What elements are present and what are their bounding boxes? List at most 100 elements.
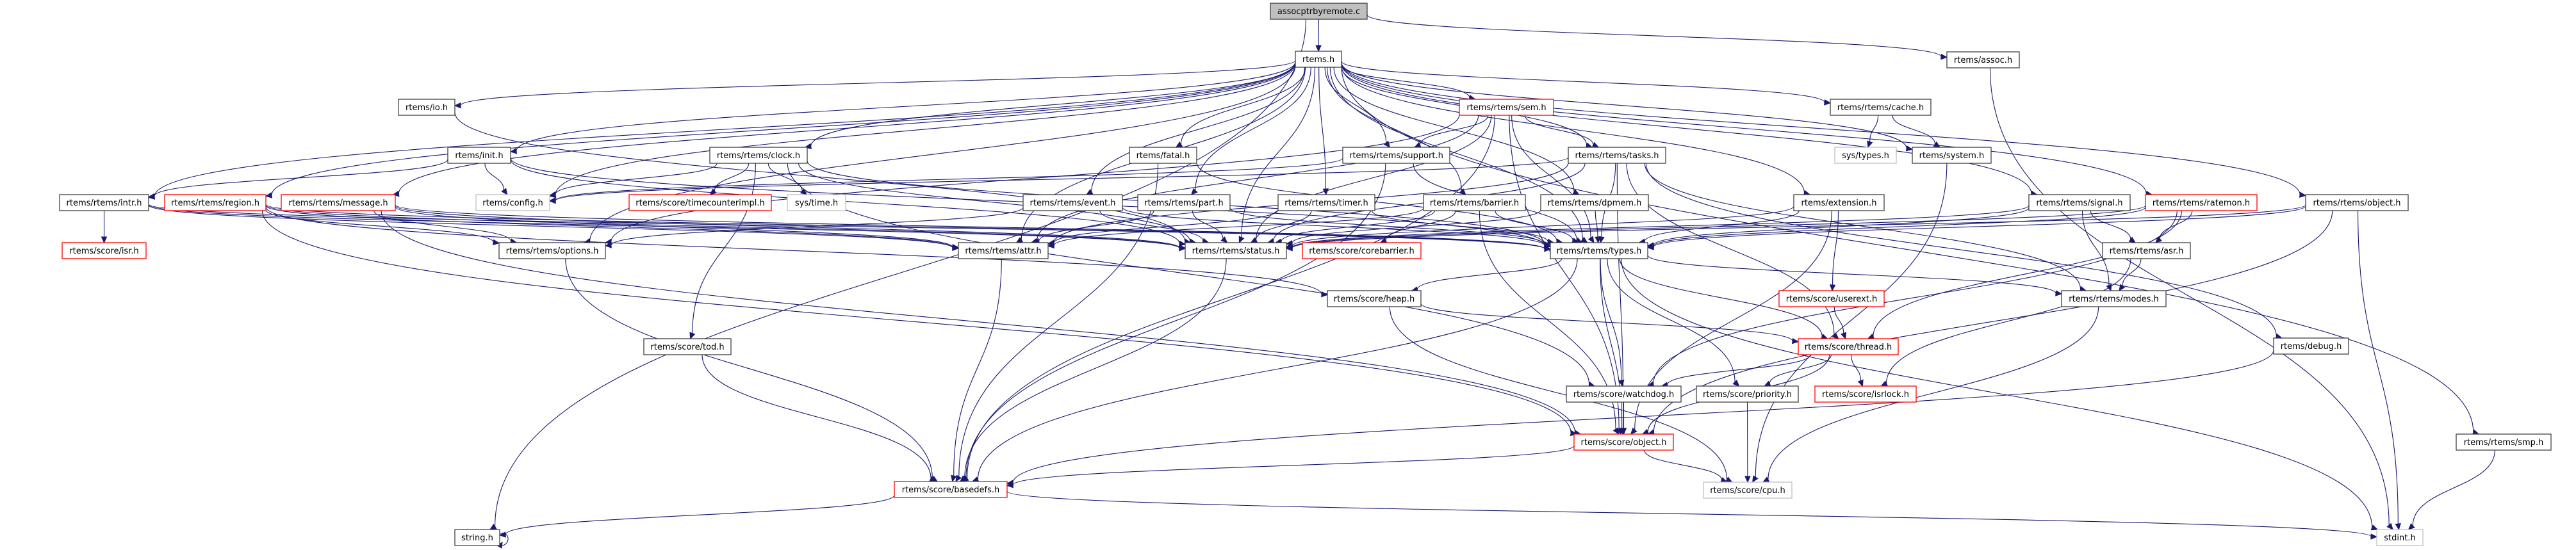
node-attr-h[interactable]: rtems/rtems/attr.h xyxy=(958,242,1049,259)
node-extension-h[interactable]: rtems/extension.h xyxy=(1793,194,1885,211)
edge-line xyxy=(1318,67,1326,190)
edge-types_h-to-watchdog_h xyxy=(1600,258,1625,387)
node-label: rtems/init.h xyxy=(455,151,503,161)
edge-types_h-to-priority_h xyxy=(1607,258,1740,387)
edge-rtems_h-to-region_h xyxy=(265,62,1296,198)
node-support-h[interactable]: rtems/rtems/support.h xyxy=(1342,147,1450,164)
node-message-h[interactable]: rtems/rtems/message.h xyxy=(281,194,396,211)
edge-init_h-to-intr_h xyxy=(147,159,448,200)
node-types-h[interactable]: rtems/rtems/types.h xyxy=(1550,242,1648,259)
edge-line xyxy=(555,158,1343,201)
node-dpmem-h[interactable]: rtems/rtems/dpmem.h xyxy=(1540,194,1649,211)
arrowhead xyxy=(1867,140,1873,149)
node-signal-h[interactable]: rtems/rtems/signal.h xyxy=(2028,194,2131,211)
node-label: rtems/score/heap.h xyxy=(1334,295,1415,304)
edge-system_h-to-cpu_h xyxy=(1752,163,1948,483)
node-init-h[interactable]: rtems/init.h xyxy=(447,147,511,164)
node-intr-h[interactable]: rtems/rtems/intr.h xyxy=(59,194,149,211)
arrowhead xyxy=(1315,45,1322,53)
arrowhead xyxy=(392,190,400,197)
node-box xyxy=(1270,3,1368,20)
edge-layer xyxy=(101,14,2495,549)
node-userext-h[interactable]: rtems/score/userext.h xyxy=(1778,290,1885,307)
node-corebarrier-h[interactable]: rtems/score/corebarrier.h xyxy=(1302,242,1422,259)
edge-rtems_h-to-status_h xyxy=(1238,67,1316,244)
edge-line xyxy=(395,204,1545,249)
node-box xyxy=(454,529,500,546)
edge-line xyxy=(1619,258,1823,337)
node-scobject-h[interactable]: rtems/score/object.h xyxy=(1573,433,1674,451)
node-io-h[interactable]: rtems/io.h xyxy=(398,99,455,116)
node-region-h[interactable]: rtems/rtems/region.h xyxy=(164,194,267,211)
node-label: rtems/rtems/attr.h xyxy=(965,247,1041,256)
edge-line xyxy=(1333,67,1575,192)
node-label: rtems/rtems/tasks.h xyxy=(1575,151,1659,161)
node-clock-h[interactable]: rtems/rtems/clock.h xyxy=(709,147,808,164)
edge-scobject_h-to-basedefs_h xyxy=(1006,445,1575,489)
node-assoc-h[interactable]: rtems/assoc.h xyxy=(1946,51,2020,69)
node-status-h[interactable]: rtems/rtems/status.h xyxy=(1185,242,1287,259)
node-priority-h[interactable]: rtems/score/priority.h xyxy=(1696,385,1799,403)
edge-rtems_h-to-part_h xyxy=(1190,67,1311,195)
node-cache-h[interactable]: rtems/rtems/cache.h xyxy=(1830,99,1932,116)
edge-line xyxy=(460,60,1296,106)
node-rtems-h[interactable]: rtems.h xyxy=(1295,51,1342,68)
node-box xyxy=(1573,433,1674,451)
arrowhead xyxy=(1940,53,1948,60)
node-label: rtems/rtems/smp.h xyxy=(2464,438,2544,448)
node-modes-h[interactable]: rtems/rtems/modes.h xyxy=(2061,290,2167,307)
edge-line xyxy=(1834,306,1844,334)
node-tod-h[interactable]: rtems/score/tod.h xyxy=(643,338,732,355)
arrowhead xyxy=(1732,380,1740,387)
node-basedefs-h[interactable]: rtems/score/basedefs.h xyxy=(894,481,1008,498)
node-thread-h[interactable]: rtems/score/thread.h xyxy=(1798,338,1899,355)
node-box xyxy=(643,338,732,355)
node-string-h[interactable]: string.h xyxy=(454,529,500,546)
node-tasks-h[interactable]: rtems/rtems/tasks.h xyxy=(1568,147,1666,164)
arrowhead xyxy=(1832,332,1839,339)
node-label: rtems/rtems/object.h xyxy=(2313,198,2401,208)
node-timer-h[interactable]: rtems/rtems/timer.h xyxy=(1277,194,1375,211)
node-label: rtems/rtems/clock.h xyxy=(717,151,800,161)
node-box xyxy=(1830,99,1932,116)
node-event-h[interactable]: rtems/rtems/event.h xyxy=(1022,194,1123,211)
edge-rtems_h-to-extension_h xyxy=(1341,65,1811,197)
node-heap-h[interactable]: rtems/score/heap.h xyxy=(1327,290,1422,307)
edge-line xyxy=(154,61,1296,197)
edge-line xyxy=(1038,210,1154,241)
node-smp-h[interactable]: rtems/rtems/smp.h xyxy=(2456,433,2552,451)
node-box xyxy=(59,194,149,211)
node-barrier-h[interactable]: rtems/rtems/barrier.h xyxy=(1423,194,1526,211)
edge-line xyxy=(1341,67,2474,433)
node-rtobject-h[interactable]: rtems/rtems/object.h xyxy=(2305,194,2409,211)
node-label: rtems/rtems/region.h xyxy=(171,198,259,208)
edge-rtems_h-to-config_h xyxy=(548,63,1296,198)
edge-line xyxy=(1607,258,1735,382)
node-label: sys/time.h xyxy=(795,198,838,208)
edge-line xyxy=(1196,162,1557,242)
node-watchdog-h[interactable]: rtems/score/watchdog.h xyxy=(1566,385,1682,403)
node-box xyxy=(2456,433,2552,451)
edge-line xyxy=(767,163,803,191)
node-sem-h[interactable]: rtems/rtems/sem.h xyxy=(1459,99,1554,116)
node-asr-h[interactable]: rtems/rtems/asr.h xyxy=(2102,242,2191,259)
edge-ratemon_h-to-asr_h xyxy=(2154,210,2193,243)
node-fatal-h[interactable]: rtems/fatal.h xyxy=(1129,147,1197,164)
edge-thread_h-to-isrlock_h xyxy=(1851,354,1864,387)
edge-line xyxy=(1371,210,1548,242)
node-timecounter-h[interactable]: rtems/score/timecounterimpl.h xyxy=(628,194,772,211)
edge-line xyxy=(1341,62,2301,195)
node-ratemon-h[interactable]: rtems/rtems/ratemon.h xyxy=(2145,194,2258,211)
node-label: stdint.h xyxy=(2384,533,2415,543)
node-debug-h[interactable]: rtems/debug.h xyxy=(2273,337,2349,355)
node-part-h[interactable]: rtems/rtems/part.h xyxy=(1137,194,1231,211)
node-box xyxy=(1540,194,1649,211)
edge-sem_h-to-types_h xyxy=(1511,115,1595,244)
node-system-h[interactable]: rtems/system.h xyxy=(1912,147,1992,164)
node-isr-h[interactable]: rtems/score/isr.h xyxy=(62,242,147,259)
node-box xyxy=(1277,194,1375,211)
node-options-h[interactable]: rtems/rtems/options.h xyxy=(498,242,606,259)
edge-line xyxy=(1099,210,1204,241)
node-isrlock-h[interactable]: rtems/score/isrlock.h xyxy=(1814,385,1917,403)
arrowhead xyxy=(1752,475,1759,483)
